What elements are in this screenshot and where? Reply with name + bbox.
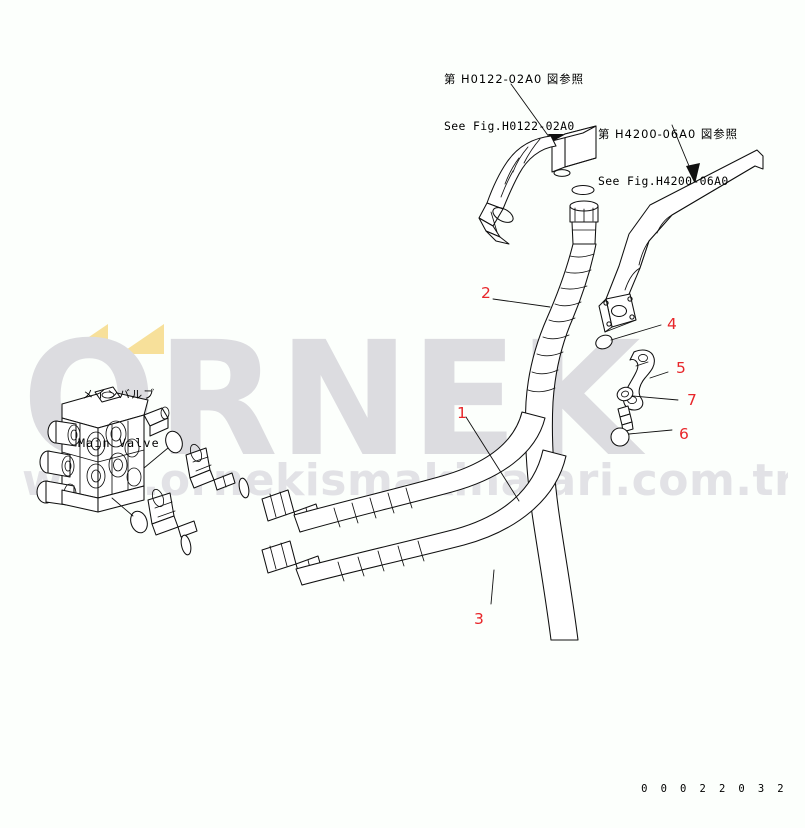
callout-3: 3	[474, 610, 484, 628]
rigid-tube-item-4	[598, 149, 764, 333]
leader-o-ring-upper	[143, 447, 169, 469]
main-valve-label: メインバルブ Main Valve	[78, 355, 160, 483]
upper-elbow-pipe	[478, 125, 597, 245]
part-7-washer	[616, 386, 679, 402]
reference-h0122: 第 H0122-02A0 図参照 See Fig.H0122-02A0	[444, 41, 584, 165]
leader-o-ring-lower	[111, 497, 134, 517]
callout-4: 4	[667, 315, 677, 333]
part-5-bracket	[623, 349, 669, 411]
leader-callout-1	[465, 416, 520, 502]
callout-6: 6	[679, 425, 689, 443]
leader-callout-3	[490, 569, 495, 605]
leader-callout-2	[492, 298, 551, 308]
main-valve-label-jp: メインバルブ	[82, 388, 156, 401]
callout-5: 5	[676, 359, 686, 377]
main-valve-block	[36, 386, 170, 513]
hose-item-2	[524, 200, 599, 641]
reference-h0122-jp: 第 H0122-02A0 図参照	[444, 72, 585, 86]
callout-1: 1	[457, 404, 467, 422]
hose-item-3	[147, 449, 567, 586]
main-valve-label-en: Main Valve	[78, 436, 160, 450]
seal-washer-upper	[571, 184, 595, 196]
hose-item-1	[185, 411, 546, 533]
part-4-plug	[595, 324, 662, 350]
reference-h4200-en: See Fig.H4200-06A0	[598, 173, 729, 188]
callout-2: 2	[481, 284, 491, 302]
reference-h4200: 第 H4200-06A0 図参照 See Fig.H4200-06A0	[598, 96, 738, 220]
o-ring-lower	[130, 510, 148, 534]
callout-7: 7	[687, 391, 697, 409]
reference-h4200-jp: 第 H4200-06A0 図参照	[598, 127, 739, 141]
leader-ref-h4200	[671, 124, 700, 184]
reference-h0122-en: See Fig.H0122-02A0	[444, 118, 575, 133]
part-6-bolt	[610, 405, 673, 447]
o-ring-upper	[165, 430, 183, 454]
document-number: 0 0 0 2 2 0 3 2	[641, 783, 787, 795]
